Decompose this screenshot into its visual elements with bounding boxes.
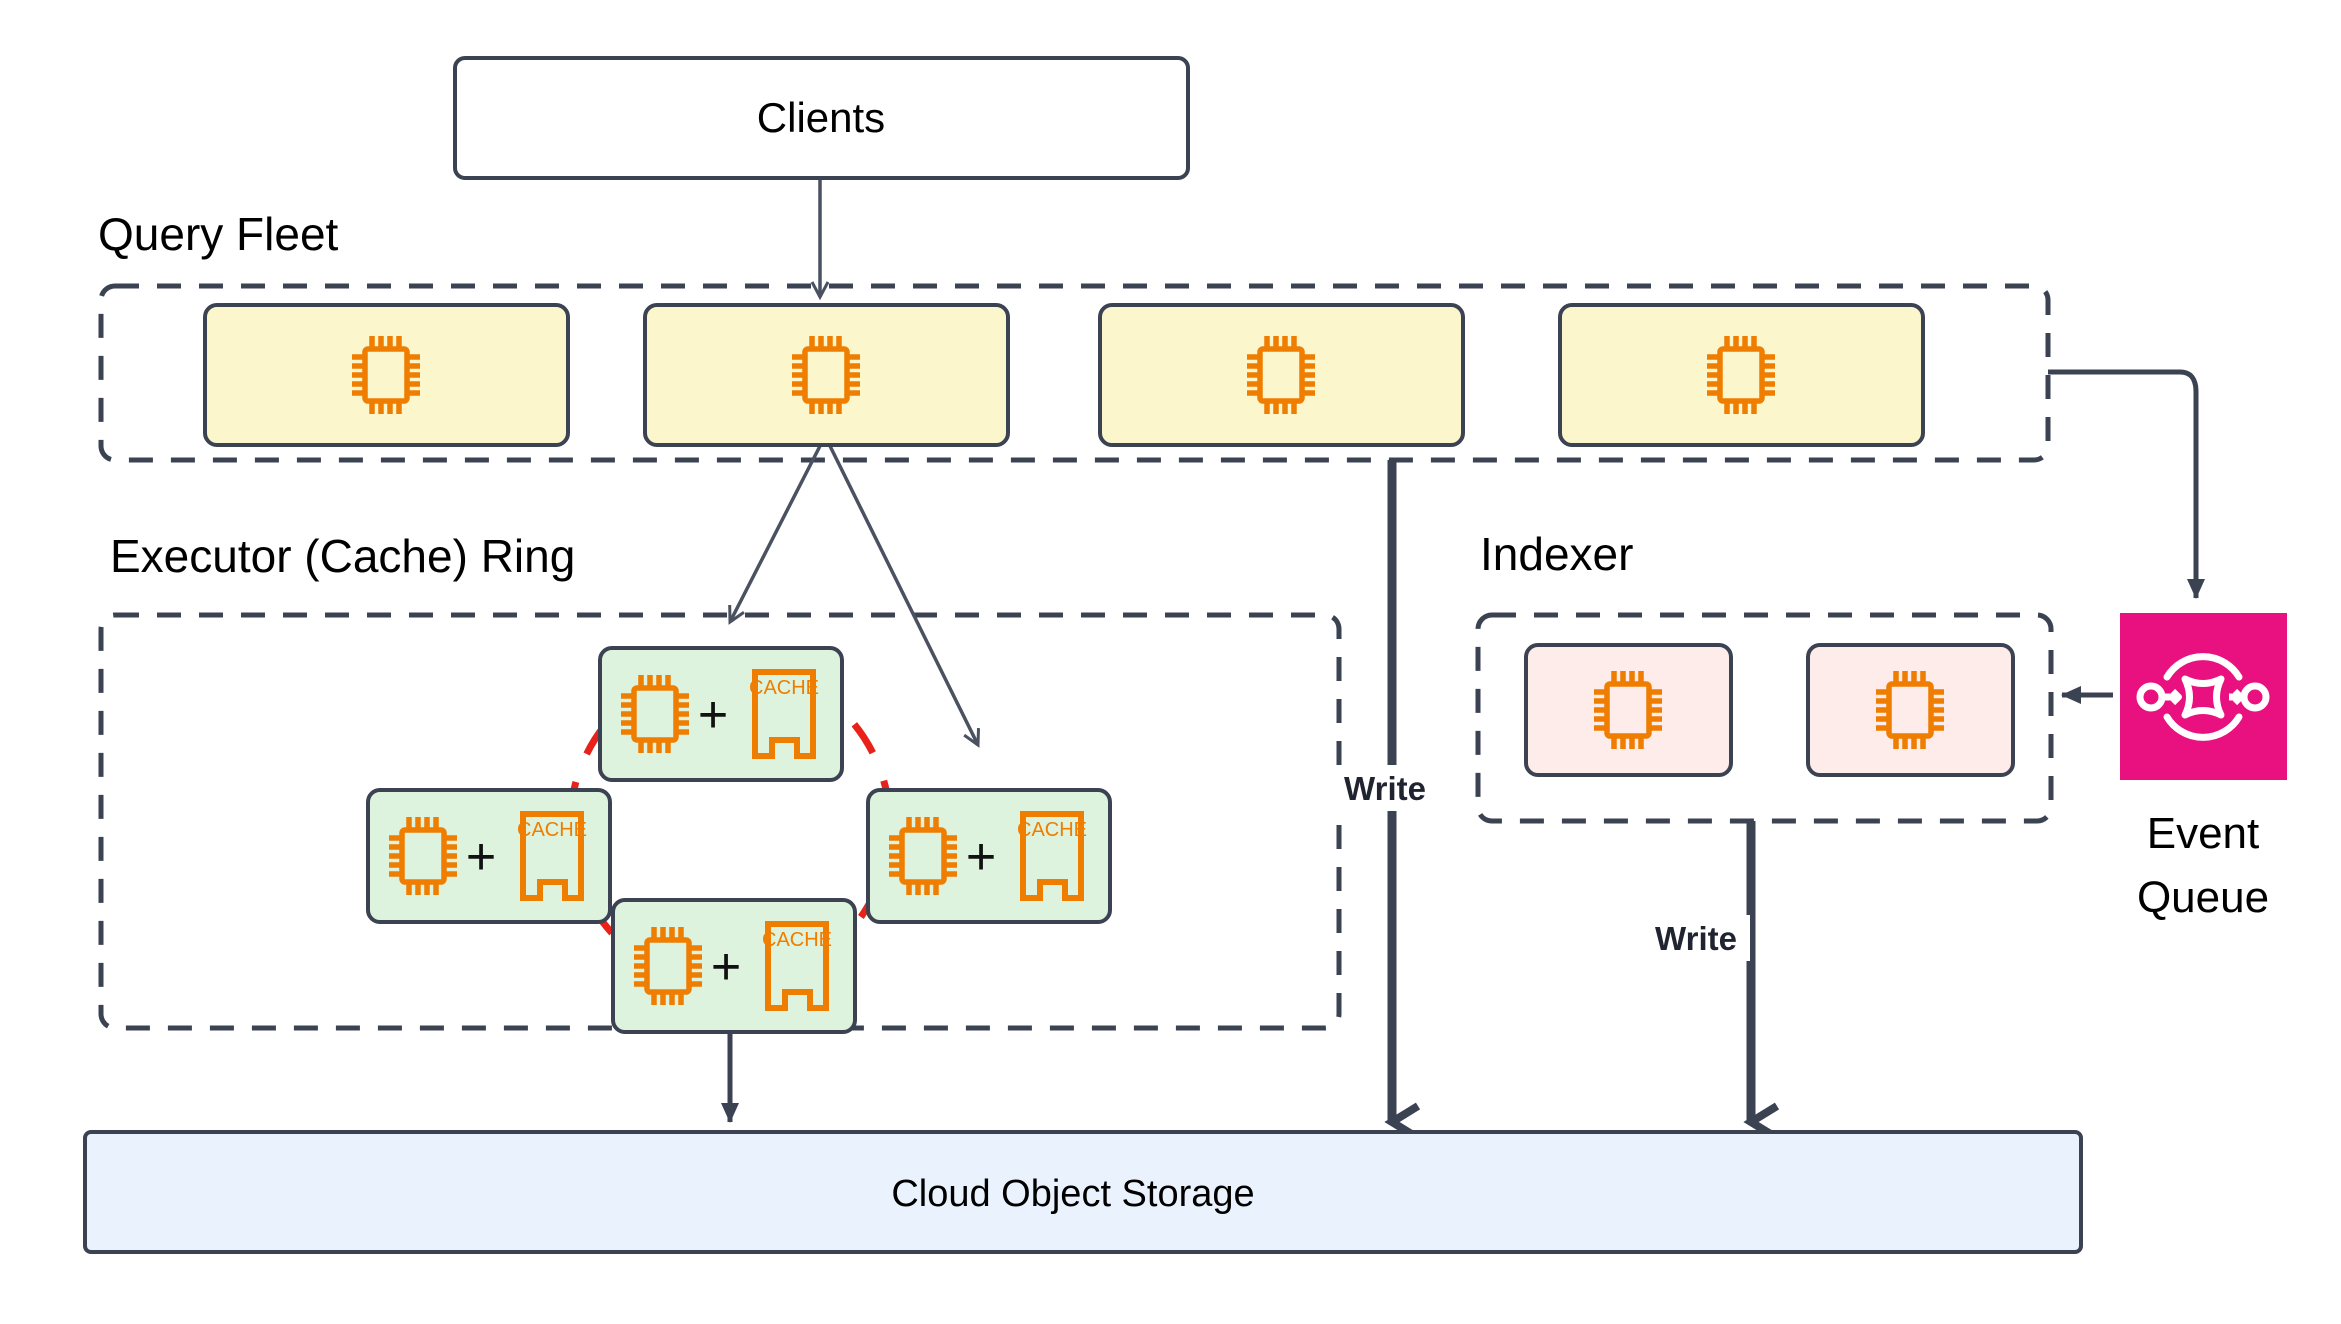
- cache-icon-label: CACHE: [749, 677, 819, 699]
- indexer-node-1[interactable]: [1524, 643, 1733, 777]
- cache-icon: CACHE: [517, 814, 587, 898]
- indexer-group-label: Indexer: [1480, 528, 1633, 580]
- clients-label: Clients: [757, 94, 885, 141]
- clients-node[interactable]: Clients: [453, 56, 1190, 180]
- executor-node-top[interactable]: + CACHE: [598, 646, 844, 782]
- write-label-1-backdrop: [1320, 765, 1440, 811]
- query-fleet-node-4[interactable]: [1558, 303, 1925, 447]
- edge-query-to-executor-right: [828, 445, 978, 745]
- cache-icon-label: CACHE: [762, 929, 832, 951]
- cache-icon-label: CACHE: [1017, 819, 1087, 841]
- query-fleet-container: [98, 283, 2051, 463]
- cache-icon: CACHE: [749, 672, 819, 756]
- executor-node-bottom[interactable]: + CACHE: [611, 898, 857, 1034]
- executor-node-right[interactable]: + CACHE: [866, 788, 1112, 924]
- indexer-container: [1475, 612, 2054, 824]
- event-queue-node[interactable]: Event Queue: [2120, 613, 2287, 922]
- query-fleet-node-2[interactable]: [643, 303, 1010, 447]
- plus-separator: +: [466, 828, 496, 886]
- cache-icon: CACHE: [1017, 814, 1087, 898]
- cache-icon: CACHE: [762, 924, 832, 1008]
- cloud-object-storage-label: Cloud Object Storage: [891, 1173, 1254, 1215]
- query-fleet-group-label: Query Fleet: [98, 208, 339, 260]
- write-label-indexer: Write: [1655, 920, 1737, 957]
- plus-separator: +: [698, 686, 728, 744]
- plus-separator: +: [711, 938, 741, 996]
- cache-icon-label: CACHE: [517, 819, 587, 841]
- query-fleet-node-1[interactable]: [203, 303, 570, 447]
- executor-ring-group-label: Executor (Cache) Ring: [110, 530, 575, 582]
- event-queue-label-line2: Queue: [2137, 873, 2269, 922]
- indexer-node-2[interactable]: [1806, 643, 2015, 777]
- plus-separator: +: [966, 828, 996, 886]
- executor-node-left[interactable]: + CACHE: [366, 788, 612, 924]
- write-label-query-fleet: Write: [1344, 770, 1426, 807]
- edge-query-fleet-to-event-queue: [2048, 369, 2205, 599]
- cloud-object-storage-node[interactable]: Cloud Object Storage: [83, 1130, 2083, 1254]
- query-fleet-node-3[interactable]: [1098, 303, 1465, 447]
- edge-query-to-executor-top: [730, 445, 822, 622]
- event-queue-label-line1: Event: [2147, 809, 2260, 858]
- write-label-2-backdrop: [1630, 915, 1750, 961]
